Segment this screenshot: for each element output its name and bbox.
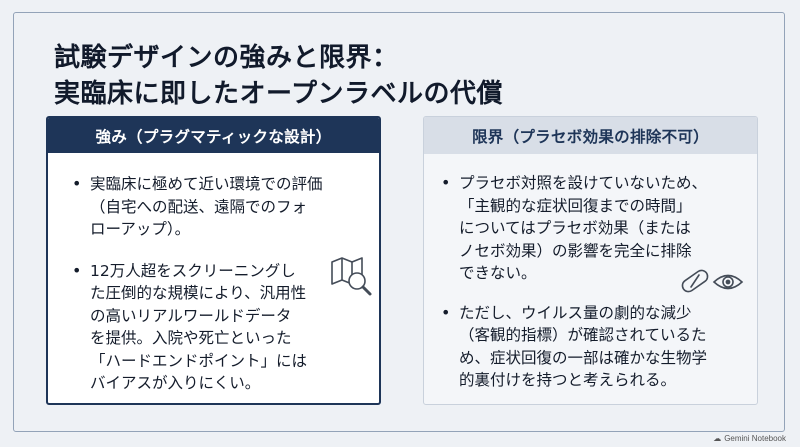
strength-item-2-line-5: 「ハードエンドポイント」には: [90, 351, 308, 370]
strength-item-2-line-3: の高いリアルワールドデータ: [90, 306, 292, 325]
limitations-panel: 限界（プラセボ効果の排除不可） プラセボ対照を設けていないため、 「主観的な症状…: [423, 116, 758, 405]
footer-brand: ☁ Gemini Notebook: [713, 434, 786, 443]
strength-item-1-line-1: 実臨床に極めて近い環境での評価: [90, 175, 323, 193]
strength-item-1: 実臨床に極めて近い環境での評価 （自宅への配送、遠隔でのフォ ローアップ）。: [68, 173, 368, 241]
limitations-list: プラセボ対照を設けていないため、 「主観的な症状回復までの時間」 についてはプラ…: [437, 172, 743, 392]
limitation-item-2-line-4: 的裏付けを持つと考えられる。: [459, 371, 677, 389]
limitation-item-2-line-3: め、症状回復の一部は確かな生物学: [459, 348, 708, 367]
title-line-2: 実臨床に即したオープンラベルの代償: [54, 79, 503, 109]
strength-item-1-line-3: ローアップ）。: [90, 220, 191, 238]
limitations-header: 限界（プラセボ効果の排除不可）: [424, 117, 757, 154]
strength-item-2-line-2: た圧倒的な規模により、汎用性: [90, 284, 307, 302]
strengths-header: 強み（プラグマティックな設計）: [48, 118, 379, 153]
map-magnifier-icon: [331, 257, 372, 296]
slide-title: 試験デザインの強みと限界： 実臨床に即したオープンラベルの代償: [54, 40, 503, 112]
limitation-item-1-line-4: ノセボ効果）の影響を完全に排除: [459, 241, 692, 260]
limitation-item-1: プラセボ対照を設けていないため、 「主観的な症状回復までの時間」 についてはプラ…: [437, 172, 743, 285]
strength-item-2-line-6: バイアスが入りにくい。: [90, 374, 261, 392]
limitation-item-1-line-2: 「主観的な症状回復までの時間」: [459, 196, 692, 215]
strength-item-2-line-1: 12万人超をスクリーニングし: [90, 261, 296, 280]
notebook-logo-icon: ☁: [713, 434, 722, 443]
limitation-item-1-line-5: できない。: [459, 264, 537, 282]
strength-item-2: 12万人超をスクリーニングし た圧倒的な規模により、汎用性 の高いリアルワールド…: [68, 260, 368, 395]
limitation-item-1-line-1: プラセボ対照を設けていないため、: [459, 174, 708, 192]
limitation-item-2-line-2: （客観的指標）が確認されているた: [459, 326, 707, 344]
limitation-item-2-line-1: ただし、ウイルス量の劇的な減少: [459, 303, 692, 322]
strength-item-2-line-4: を提供。入院や死亡といった: [90, 329, 292, 347]
strengths-panel: 強み（プラグマティックな設計） 実臨床に極めて近い環境での評価 （自宅への配送、…: [46, 116, 381, 405]
limitation-item-1-line-3: についてはプラセボ効果（または: [459, 219, 691, 237]
slide-frame: [13, 12, 785, 432]
footer-label: Gemini Notebook: [724, 434, 786, 443]
title-line-1: 試験デザインの強みと限界：: [54, 43, 399, 73]
strengths-list: 実臨床に極めて近い環境での評価 （自宅への配送、遠隔でのフォ ローアップ）。 1…: [68, 173, 368, 395]
pill-eye-icon: [681, 269, 744, 293]
limitation-item-2: ただし、ウイルス量の劇的な減少 （客観的指標）が確認されているた め、症状回復の…: [437, 302, 743, 392]
strength-item-1-line-2: （自宅への配送、遠隔でのフォ: [90, 197, 308, 216]
